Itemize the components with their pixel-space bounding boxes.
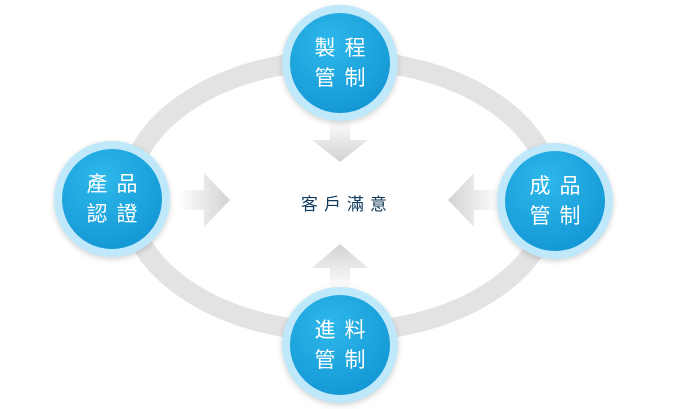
arrow-right-icon: [178, 173, 230, 227]
node-label-line2: 管制: [529, 204, 590, 228]
node-label-line1: 進料: [314, 318, 375, 342]
arrow-left-icon: [448, 173, 500, 227]
node-product-certification: 產品 認證: [54, 141, 170, 257]
node-label-line1: 成品: [529, 174, 590, 198]
node-label-line2: 管制: [314, 348, 375, 372]
node-label-line1: 製程: [314, 36, 375, 60]
node-label-line2: 認證: [86, 202, 147, 226]
node-label-line2: 管制: [314, 66, 375, 90]
arrow-down-icon: [312, 118, 368, 162]
node-incoming-control: 進料 管制: [282, 287, 398, 403]
arrow-up-icon: [312, 244, 368, 290]
node-product-control: 成品 管制: [497, 143, 613, 259]
node-label-line1: 產品: [86, 172, 147, 196]
node-process-control: 製程 管制: [282, 5, 398, 121]
center-label: 客戶滿意: [301, 195, 393, 215]
